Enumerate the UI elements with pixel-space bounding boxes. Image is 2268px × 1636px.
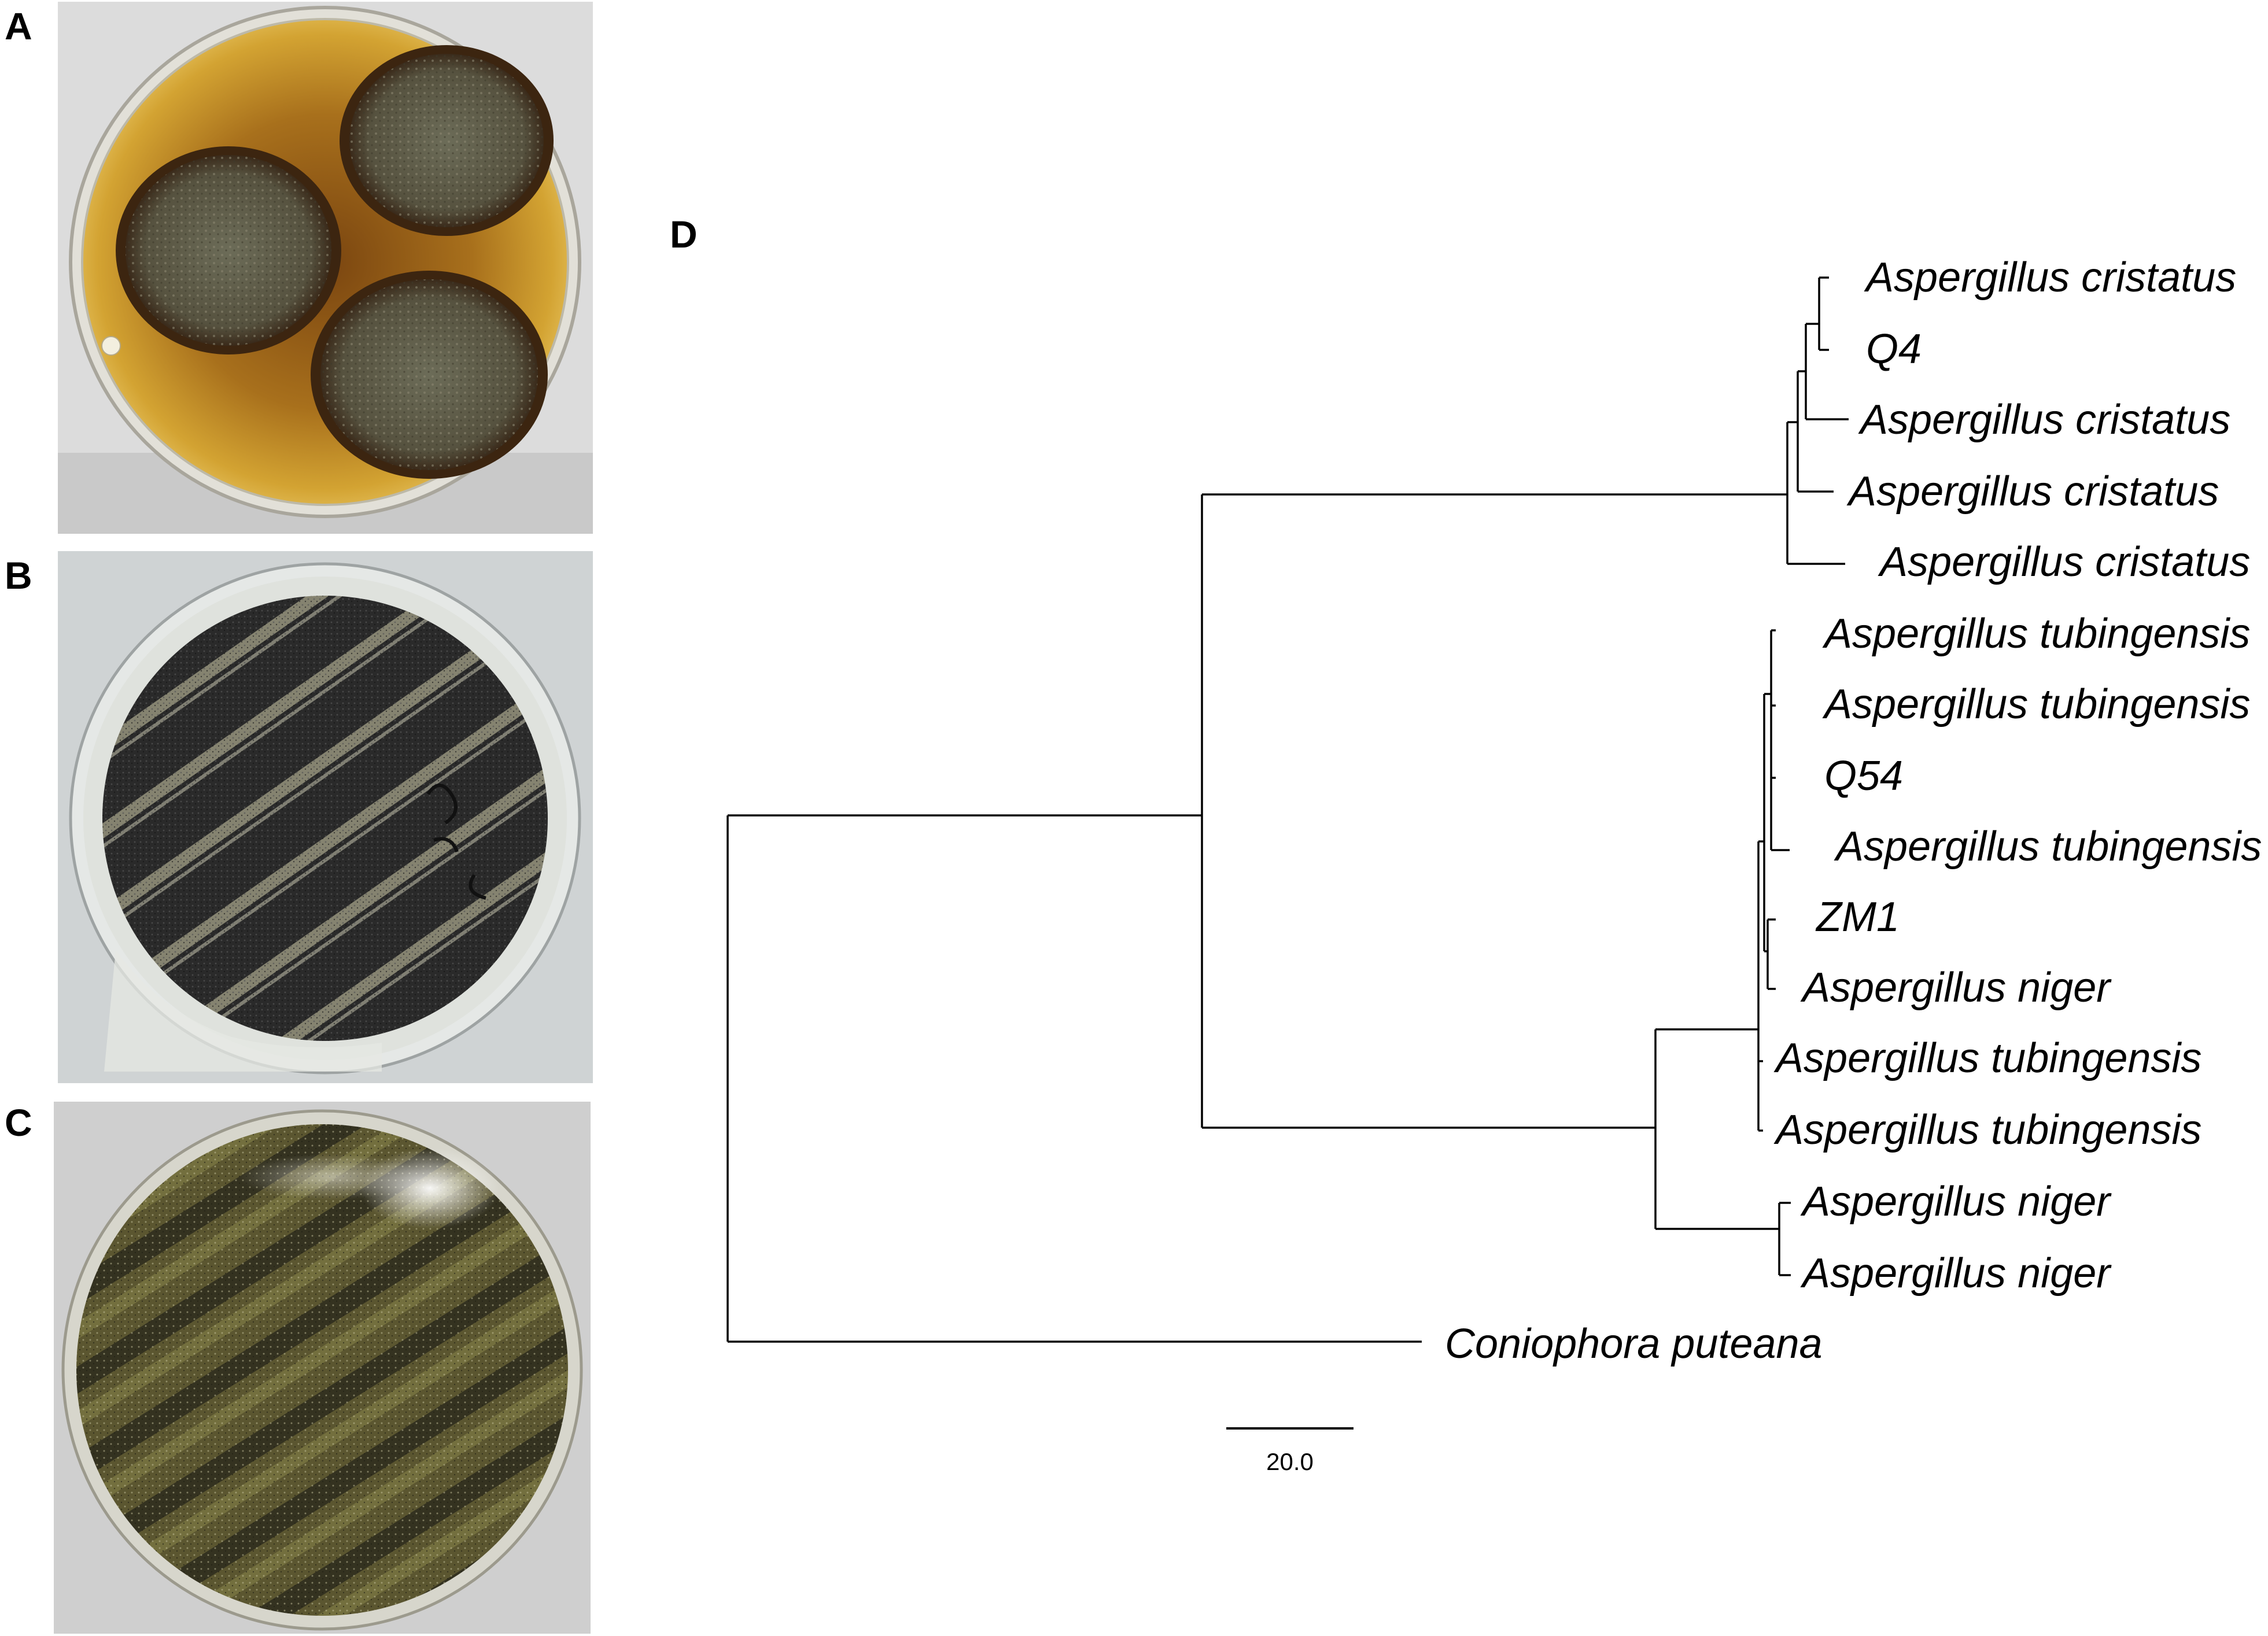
leaf-label: Aspergillus cristatus [1878, 539, 2250, 585]
scale-bar: 20.0 [1226, 1427, 1354, 1475]
leaf-label: Q4 [1866, 326, 1922, 372]
leaf-label: Coniophora puteana [1445, 1321, 1823, 1367]
panel-label-c: C [5, 1101, 32, 1144]
petri-dish-photo-c [54, 1102, 591, 1634]
tree-leaf-labels: Aspergillus cristatus Q4 Aspergillus cri… [1445, 254, 2262, 1367]
panel-label-d: D [670, 213, 698, 256]
leaf-label: Aspergillus tubingensis [1773, 1035, 2201, 1081]
leaf-label: Aspergillus cristatus [1846, 468, 2219, 515]
leaf-label: Aspergillus cristatus [1864, 254, 2236, 301]
petri-dish-photo-b [58, 551, 593, 1083]
leaf-label: Aspergillus tubingensis [1834, 823, 2262, 870]
panel-label-a: A [5, 5, 32, 47]
leaf-label: Aspergillus cristatus [1858, 397, 2230, 443]
panel-label-b: B [5, 554, 32, 597]
tree-branches [727, 276, 1849, 1343]
leaf-label: Aspergillus niger [1800, 1250, 2112, 1297]
leaf-label: Aspergillus tubingensis [1822, 681, 2250, 727]
phylogenetic-tree: Aspergillus cristatus Q4 Aspergillus cri… [727, 254, 2262, 1475]
leaf-label: Aspergillus niger [1800, 1179, 2112, 1225]
leaf-label: Aspergillus niger [1800, 965, 2112, 1011]
leaf-label: Q54 [1824, 753, 1903, 799]
petri-dish-photo-a [58, 2, 593, 534]
colony-bottom-right [311, 271, 548, 479]
leaf-label: Aspergillus tubingensis [1822, 611, 2250, 657]
leaf-label: ZM1 [1815, 894, 1900, 940]
colony-top-right [340, 45, 554, 236]
scale-bar-label: 20.0 [1266, 1448, 1314, 1475]
colony-left [116, 146, 341, 354]
leaf-label: Aspergillus tubingensis [1773, 1107, 2201, 1153]
